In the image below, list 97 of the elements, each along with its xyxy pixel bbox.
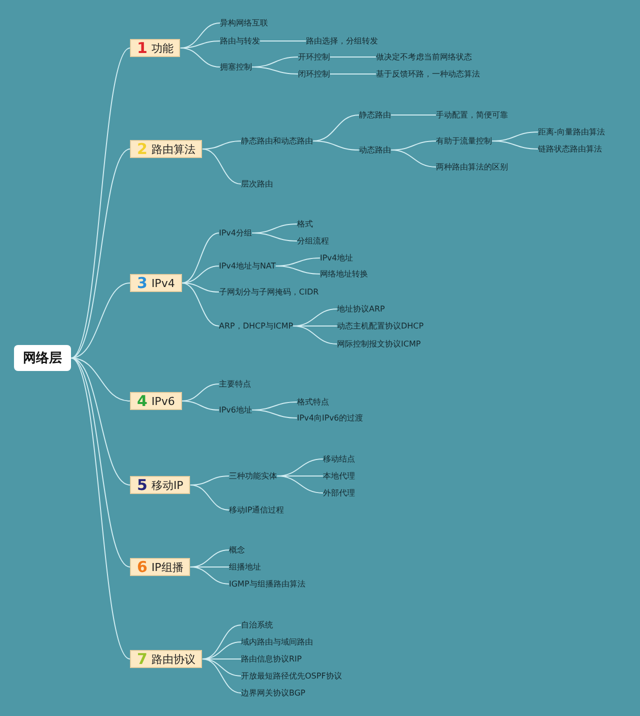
branch-label: 移动结点 (323, 454, 355, 464)
topic-box (130, 650, 202, 668)
branch-label: 主要特点 (219, 378, 251, 390)
branch-label: 静态路由 (359, 110, 391, 120)
topic-title: 路由算法 (151, 142, 196, 156)
topic-box (130, 39, 180, 57)
branch-label: 层次路由 (241, 178, 273, 190)
branch-label: 链路状态路由算法 (538, 144, 602, 154)
topic-number: 4 (137, 392, 148, 410)
branch-line (190, 566, 230, 584)
branch-label: 本地代理 (323, 470, 355, 482)
branch-line (330, 56, 376, 58)
topic-title: 路由协议 (151, 652, 196, 666)
branch-label: 组播地址 (229, 562, 261, 572)
topic-box (130, 392, 182, 410)
branch-line (70, 358, 130, 486)
branch-line (70, 358, 130, 402)
branch-line (70, 358, 130, 660)
branch-label: 异构网络互联 (220, 18, 268, 28)
topic-box (130, 274, 182, 292)
branch-line (202, 624, 242, 660)
branch-label: IPv4地址 (320, 252, 354, 264)
branch-line (181, 282, 220, 292)
topic-number: 1 (137, 39, 148, 57)
branch-line (275, 266, 320, 274)
branch-line (260, 40, 306, 42)
branch-line (181, 282, 220, 326)
branch-label: 网际控制报文协议ICMP (337, 338, 421, 350)
branch-label: 格式特点 (297, 396, 329, 408)
branch-line (252, 410, 298, 418)
branch-label: 手动配置，简便可靠 (436, 110, 508, 120)
branch-label: 路由信息协议RIP (241, 654, 302, 664)
topic-number: 7 (137, 650, 148, 668)
branch-label: 动态主机配置协议DHCP (337, 320, 424, 332)
branch-label: 两种路由算法的区别 (436, 162, 508, 172)
branch-line (492, 140, 538, 150)
topic-number: 3 (137, 274, 148, 292)
branch-line (181, 400, 220, 410)
branch-line (252, 66, 298, 74)
topic-box (130, 476, 190, 494)
branch-label: IPv4向IPv6的过渡 (297, 412, 364, 424)
branch-label: 拥塞控制 (220, 62, 252, 72)
branch-label: ARP，DHCP与ICMP (219, 320, 294, 332)
branch-label: 开环控制 (298, 52, 330, 62)
branch-label: 动态路由 (359, 144, 391, 156)
branch-line (292, 326, 338, 344)
topic-box (130, 140, 202, 158)
branch-label: IGMP与组播路由算法 (229, 578, 306, 590)
topic-number: 6 (137, 558, 148, 576)
branch-label: 分组流程 (297, 236, 329, 246)
branch-label: 路由选择，分组转发 (306, 36, 378, 46)
branch-label: 移动IP通信过程 (229, 504, 284, 516)
branch-label: IPv6地址 (219, 404, 252, 416)
branch-line (70, 148, 130, 358)
branch-label: 地址协议ARP (337, 304, 385, 314)
branch-label: 概念 (229, 544, 245, 556)
branch-line (276, 476, 324, 494)
topic-title: IP组播 (151, 560, 184, 574)
branch-label: 边界网关协议BGP (241, 688, 306, 698)
branch-line (181, 232, 220, 284)
branch-label: 自治系统 (241, 620, 273, 630)
branch-line (390, 114, 436, 116)
topic-number: 5 (137, 476, 148, 494)
branch-label: 开放最短路径优先OSPF协议 (241, 670, 342, 682)
topic-title: 功能 (151, 40, 174, 56)
topic-title: IPv6 (151, 394, 175, 408)
branch-label: 做决定不考虑当前网络状态 (376, 52, 472, 62)
branch-line (70, 48, 130, 358)
branch-label: 基于反馈环路，一种动态算法 (376, 68, 480, 80)
branch-label: IPv4分组 (219, 228, 252, 238)
branch-line (202, 658, 242, 694)
branch-label: 格式 (297, 218, 313, 230)
branch-label: 外部代理 (323, 488, 355, 498)
branch-line (190, 484, 230, 510)
topic-number: 2 (137, 140, 148, 158)
branch-label: 距离-向量路由算法 (538, 126, 605, 138)
topic-title: 移动IP (151, 478, 184, 492)
branch-label: 网络地址转换 (320, 268, 368, 280)
branch-label: 子网划分与子网掩码，CIDR (219, 286, 319, 298)
branch-label: 路由与转发 (220, 36, 260, 46)
branch-label: 闭环控制 (298, 68, 330, 80)
branch-line (312, 140, 360, 150)
branch-line (202, 140, 242, 150)
branch-label: 有助于流量控制 (436, 136, 492, 146)
branch-line (70, 358, 130, 568)
root-box: 网络层 (14, 345, 71, 371)
branch-line (70, 282, 130, 358)
branch-line (180, 48, 220, 68)
branch-label: 静态路由和动态路由 (241, 136, 313, 146)
branch-label: 域内路由与域间路由 (241, 636, 313, 648)
branch-line (252, 232, 298, 242)
branch-label: IPv4地址与NAT (219, 260, 276, 272)
branch-label: 三种功能实体 (229, 470, 277, 482)
branch-line (202, 148, 242, 184)
topic-box (130, 558, 190, 576)
topic-title: IPv4 (151, 276, 175, 290)
branch-line (390, 150, 436, 168)
